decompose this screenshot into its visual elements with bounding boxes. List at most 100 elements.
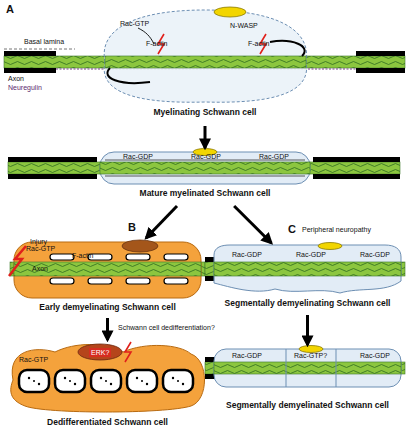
nucleus bbox=[78, 344, 122, 360]
cell-node: Rac-GDPRac-GDPRac-GDPMature myelinated S… bbox=[95, 148, 315, 206]
myelin-segment bbox=[4, 68, 56, 73]
myelin-segment bbox=[8, 157, 97, 162]
molecule-label: Rac-GDP bbox=[296, 251, 326, 258]
myelin-ovoid bbox=[19, 370, 49, 392]
debris-dot bbox=[136, 377, 138, 379]
cell-caption: Dedifferentiated Schwann cell bbox=[5, 418, 210, 427]
myelin-tongue bbox=[270, 41, 305, 56]
segment-border bbox=[336, 349, 337, 387]
myelin-fragment bbox=[50, 254, 74, 260]
axon bbox=[214, 362, 401, 374]
debris-dot bbox=[182, 383, 184, 385]
cell-node: Rac-GTP F-actinEarly demyelinating Schwan… bbox=[10, 238, 205, 318]
annotation-label: Axon bbox=[32, 265, 48, 272]
molecule-label: Rac-GDP bbox=[232, 352, 262, 359]
debris-dot bbox=[105, 380, 107, 382]
axon bbox=[205, 362, 405, 374]
axon bbox=[100, 162, 310, 174]
axon bbox=[10, 262, 205, 276]
cell-caption: Mature myelinated Schwann cell bbox=[95, 189, 315, 198]
molecule-label: Rac-GDP bbox=[259, 153, 289, 160]
process-arrow bbox=[146, 206, 177, 238]
myelin-line bbox=[105, 176, 305, 177]
schwann-cell-body bbox=[214, 245, 401, 293]
process-arrow bbox=[204, 126, 207, 148]
annotation-label: Injury bbox=[30, 238, 47, 245]
process-arrow bbox=[106, 318, 109, 340]
panel-letter: C bbox=[288, 224, 296, 235]
myelin-segment bbox=[356, 51, 405, 56]
myelin-fragment bbox=[164, 254, 188, 260]
myelin-ovoid bbox=[55, 370, 85, 392]
nucleus bbox=[214, 7, 246, 17]
axon bbox=[214, 262, 401, 276]
axon bbox=[8, 162, 400, 174]
nucleus bbox=[318, 243, 342, 250]
cell-node: Rac-GDP Rac-GDP Rac-GDP Segmentally demyeli… bbox=[210, 243, 405, 315]
schwann-cell-body bbox=[214, 349, 401, 387]
axon bbox=[14, 262, 201, 276]
axon bbox=[205, 262, 405, 276]
myelin-fragment bbox=[50, 278, 74, 284]
molecule-label: Rac-GDP bbox=[360, 352, 390, 359]
myelin-ovoid bbox=[163, 370, 193, 392]
molecule-label: Rac-GDP bbox=[232, 251, 262, 258]
schwann-cell-body bbox=[104, 10, 306, 102]
nucleus bbox=[122, 240, 158, 252]
debris-dot bbox=[141, 380, 143, 382]
debris-dot bbox=[74, 383, 76, 385]
lightning-bolt bbox=[125, 342, 131, 362]
cell-node: Rac-GDPRac-GTP?Rac-GDPSegmentally demyel… bbox=[210, 345, 405, 417]
cell-node: Rac-GTPN-WASPF-actinF-actinMyelinating S… bbox=[80, 4, 330, 126]
molecule-label: Rac-GTP bbox=[120, 20, 149, 27]
molecule-label: F-actin bbox=[72, 252, 93, 259]
molecule-label: F-actin bbox=[248, 40, 269, 47]
debris-dot bbox=[100, 377, 102, 379]
annotation-label: Axon bbox=[8, 75, 24, 82]
panel-letter: A bbox=[6, 4, 14, 15]
annotation-label: Basal lamina bbox=[24, 38, 64, 45]
panel-letter: B bbox=[128, 222, 136, 233]
debris-dot bbox=[28, 377, 30, 379]
molecule-label: Rac-GDP bbox=[123, 153, 153, 160]
axon bbox=[4, 56, 405, 68]
molecule-label: Rac-GTP bbox=[19, 356, 48, 363]
process-arrow bbox=[234, 206, 271, 243]
cell-caption: Segmentally demyelinated Schwann cell bbox=[210, 401, 405, 410]
debris-dot bbox=[146, 383, 148, 385]
molecule-label: N-WASP bbox=[230, 22, 258, 29]
myelin-fragment bbox=[126, 278, 150, 284]
injury-bolt bbox=[9, 246, 26, 276]
myelin-segment bbox=[313, 174, 400, 179]
myelin-segment bbox=[313, 157, 400, 162]
molecule-label: Rac-GDP bbox=[360, 251, 390, 258]
myelin-ovoid bbox=[127, 370, 157, 392]
molecule-label: Rac-GTP bbox=[26, 245, 55, 252]
nucleus bbox=[299, 346, 323, 353]
debris-dot bbox=[110, 383, 112, 385]
annotation-label: Schwann cell dedifferentiation? bbox=[118, 324, 215, 331]
myelin-fragment bbox=[126, 254, 150, 260]
schwann-cell-body bbox=[11, 345, 205, 413]
myelin-fragment bbox=[88, 278, 112, 284]
cell-caption: Segmentally demyelinating Schwann cell bbox=[210, 299, 405, 308]
cell-node: Rac-GTPERK?Dedifferentiated Schwann cell bbox=[5, 340, 210, 434]
myelin-segment bbox=[356, 68, 405, 73]
debris-dot bbox=[172, 377, 174, 379]
debris-dot bbox=[177, 380, 179, 382]
myelin-ovoid bbox=[91, 370, 121, 392]
debris-dot bbox=[38, 383, 40, 385]
process-arrow bbox=[306, 315, 309, 345]
segment-border bbox=[286, 349, 287, 387]
schwann-cell-body bbox=[100, 152, 310, 184]
schwann-cell-body bbox=[14, 242, 201, 298]
myelin-fragment bbox=[164, 278, 188, 284]
cell-caption: Early demyelinating Schwann cell bbox=[10, 303, 205, 312]
axon bbox=[105, 56, 306, 68]
myelin-tongue bbox=[107, 68, 150, 83]
myelin-segment bbox=[4, 51, 56, 56]
